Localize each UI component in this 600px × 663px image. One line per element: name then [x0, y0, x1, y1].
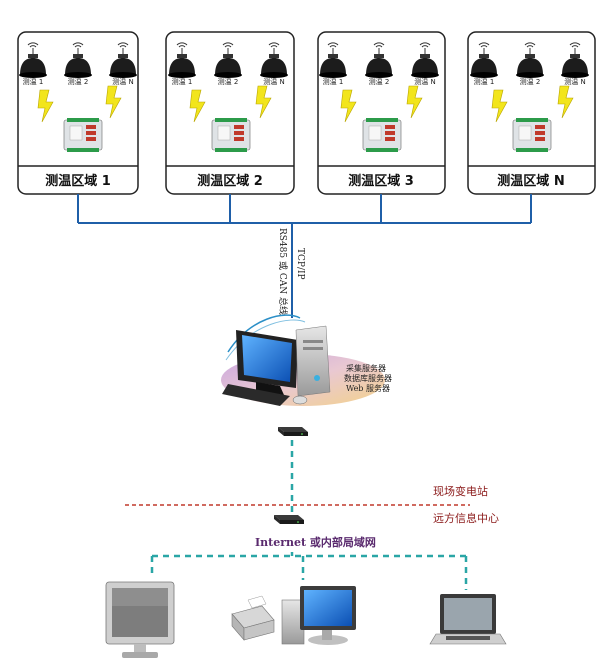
- zone-title: 测温区域 1: [45, 173, 111, 189]
- remote-center-label: 远方信息中心: [433, 511, 499, 525]
- server-role-label: 数据库服务器: [344, 373, 392, 383]
- sensor-label: 测温 N: [263, 77, 284, 86]
- zones-layer: 测温 1 测温 2 测温 N 测温区域 1 测温 1 测: [17, 31, 596, 195]
- temperature-controller-icon: [211, 118, 251, 152]
- zone-box-1: 测温 1 测温 2 测温 N 测温区域 1: [17, 31, 139, 195]
- local-site-label: 现场变电站: [433, 484, 488, 498]
- server-workstation-icon: [221, 314, 385, 406]
- zone-title: 测温区域 N: [497, 173, 564, 189]
- bus-lines: [77, 194, 532, 318]
- sensor-label: 测温 2: [218, 77, 239, 86]
- zone-title: 测温区域 3: [348, 173, 414, 189]
- printer-icon: [231, 595, 275, 641]
- network-tree: [150, 552, 468, 590]
- desktop-computer-icon: [281, 586, 356, 645]
- sensor-label: 测温 2: [369, 77, 390, 86]
- temperature-controller-icon: [63, 118, 103, 152]
- temperature-controller-icon: [362, 118, 402, 152]
- monitor-icon: [105, 581, 175, 658]
- sensor-label: 测温 1: [172, 77, 193, 86]
- sensor-label: 测温 1: [23, 77, 44, 86]
- temperature-controller-icon: [512, 118, 552, 152]
- router-icon: [278, 427, 308, 436]
- zone-box-2: 测温 1 测温 2 测温 N 测温区域 2: [165, 31, 295, 195]
- network-label: Internet 或内部局域网: [255, 535, 376, 549]
- sensor-label: 测温 1: [474, 77, 495, 86]
- sensor-label: 测温 N: [112, 77, 133, 86]
- zone-box-n: 测温 1 测温 2 测温 N 测温区域 N: [467, 31, 596, 195]
- router-icon: [274, 515, 304, 524]
- laptop-icon: [429, 594, 507, 645]
- protocol-label: TCP/IP: [295, 248, 305, 280]
- sensor-label: 测温 N: [564, 77, 585, 86]
- zone-title: 测温区域 2: [197, 173, 263, 189]
- sensor-label: 测温 2: [68, 77, 89, 86]
- sensor-label: 测温 2: [520, 77, 541, 86]
- bus-label: RS485 或 CAN 总线: [277, 228, 289, 315]
- server-role-label: 采集服务器: [346, 363, 386, 373]
- server-role-label: Web 服务器: [346, 383, 390, 393]
- zone-box-3: 测温 1 测温 2 测温 N 测温区域 3: [317, 31, 446, 195]
- sensor-label: 测温 N: [414, 77, 435, 86]
- sensor-label: 测温 1: [323, 77, 344, 86]
